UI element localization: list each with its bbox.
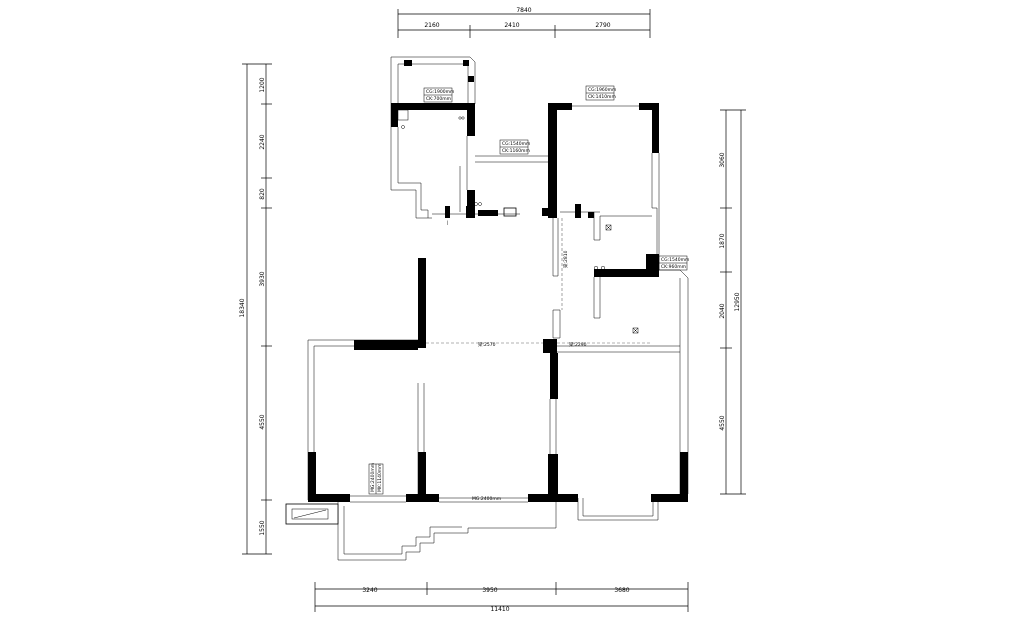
living-side-height: MG:2400mm [370,463,376,492]
bottom-dimension-3: 3680 [614,587,629,594]
left-dimension-chain: 18340 1200 2240 820 3930 4550 1550 [239,63,272,555]
balcony-door-label: MG:2400mm [472,496,501,502]
left-dimension-5: 4550 [259,414,266,429]
top-total-dimension: 7840 [516,7,531,14]
beam-left-label: 梁:2570 [478,341,496,348]
beam-right-label: 梁:2290 [569,341,587,348]
top-dimension-2: 2410 [504,22,519,29]
bottom-dimension-2: 3950 [482,587,497,594]
bedroom-window-tag: CG:1960mm CK:1410mm [585,85,616,101]
corridor-window-width: CK:1160mm [502,148,530,154]
main-block [285,258,688,561]
bathroom-block: | [390,56,520,226]
living-side-tag: MG:2400mm MK:1140mm [368,463,384,495]
bath-window-width: CK:700mm [426,96,451,102]
top-dimension-chain: 7840 2160 2410 2790 [397,7,651,38]
beam-vertical-label: 梁:2810 [562,250,569,268]
left-total-dimension: 18340 [239,298,246,317]
top-dimension-1: 2160 [424,22,439,29]
top-dimension-3: 2790 [595,22,610,29]
right-dimension-3: 2040 [719,303,726,318]
right-dimension-4: 4550 [719,415,726,430]
living-side-width: MK:1140mm [377,463,383,492]
right-dimension-1: 3060 [719,152,726,167]
corridor-window: CG:1540mm CK:1160mm [475,139,553,163]
balcony-door-tag: MG:2400mm [472,496,501,502]
bedroom-block [542,103,689,494]
bottom-dimension-1: 3240 [362,587,377,594]
bottom-dimension-chain: 3240 3950 3680 11410 [314,582,689,613]
kitchen-window-height: CG:1540mm [661,257,689,263]
left-dimension-4: 3930 [259,271,266,286]
tick-mark: | [447,220,449,226]
bedroom-window-height: CG:1960mm [588,87,616,93]
beams: 梁:2570 梁:2290 梁:2810 [426,218,652,348]
bath-window-height: CG:1900mm [426,89,454,95]
bottom-total-dimension: 11410 [490,606,509,613]
left-dimension-3: 820 [259,188,266,200]
corridor-window-height: CG:1540mm [502,141,530,147]
kitchen-window-tag: CG:1540mm CK:960mm [658,255,689,271]
right-total-dimension: 12950 [734,292,741,311]
left-dimension-1: 1200 [259,77,266,92]
right-dimension-2: 1870 [719,233,726,248]
kitchen-window-width: CK:960mm [661,264,686,270]
bedroom-window-width: CK:1410mm [588,94,616,100]
right-dimension-chain: 3060 1870 2040 4550 12950 [719,109,746,495]
bath-window-tag: CG:1900mm CK:700mm [423,87,454,103]
left-dimension-2: 2240 [259,134,266,149]
left-dimension-6: 1550 [259,520,266,535]
